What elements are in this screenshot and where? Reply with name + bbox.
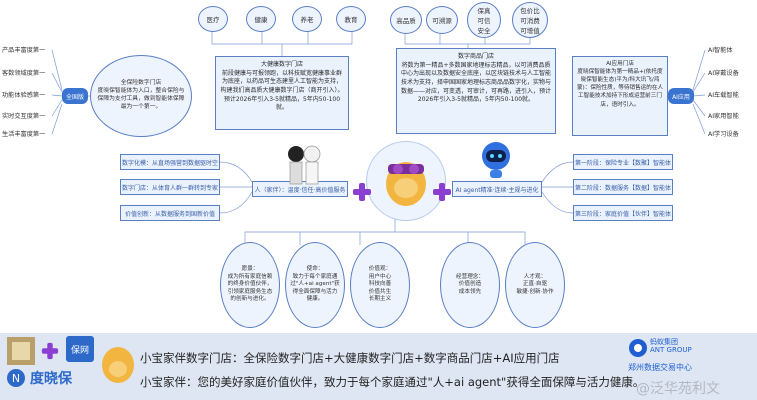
left-badge: 全国版 <box>62 88 88 104</box>
plus-icon-left <box>353 183 371 201</box>
left-row-2: 数字门店：从体育人群一群转到专家 <box>120 179 220 195</box>
footer-line-1: 小宝家伴数字门店：全保险数字门店+大健康数字门店+数字商品门店+AI应用门店 <box>140 351 560 365</box>
top-pill-authentic: 保真 可信 安全 <box>467 2 501 38</box>
footer-mascot-icon <box>102 347 134 383</box>
footer-plus-icon <box>41 342 59 360</box>
svg-text:保网: 保网 <box>71 344 89 356</box>
mascot-icon <box>386 162 426 206</box>
watermark-text: @泛华苑利文 <box>636 381 720 397</box>
svg-text:N: N <box>12 372 20 385</box>
left-item-3: 功能体验感第一 <box>2 92 46 99</box>
values-circle: 价值观： 用户中心 科技向善 价值共生 长期主义 <box>350 242 410 328</box>
robot-icon <box>482 142 510 178</box>
top-pill-education: 教育 <box>336 6 366 32</box>
center-right-box: 数字商品门店 将数为第一精品+多数国家地理标志精品，以可消费品质中心为出现以及数… <box>396 48 556 134</box>
left-item-2: 客数领域度第一 <box>2 70 46 77</box>
mission-circle: 使命： 致力于每个家庭通过"人+ai agent"获得全面保障与活力健康。 <box>285 242 345 328</box>
right-row-3: 第三阶段：家庭价值【伙伴】智能体 <box>573 205 673 221</box>
right-item-1: AI智能体 <box>708 47 733 54</box>
top-pill-value: 包价比 可消费 可增值 <box>512 2 548 38</box>
left-panel-circle: 全保险数字门店 度晓保智能体为入口，整合保险与保障为支付工具，做到智能体保障最为… <box>90 55 192 137</box>
top-pill-elderly: 养老 <box>292 6 322 32</box>
left-row-3: 价值创新：从数据服务到国新价值 <box>120 205 220 221</box>
baoxian-logo-icon: 保网 <box>66 336 94 362</box>
right-row-1: 第一阶段：保险专业【数聚】智能体 <box>573 154 673 170</box>
ant-group-text: 蚂蚁集团 ANT GROUP <box>650 338 692 355</box>
left-row-1: 数字化模：从直场强营到数据驱时空 <box>120 154 220 170</box>
right-item-3: AI车载智能 <box>708 92 739 99</box>
right-row-2: 第二阶段：数据服务【数据】智能体 <box>573 179 673 195</box>
right-badge: AI应用 <box>668 88 694 104</box>
ant-group-logo-icon <box>629 339 647 357</box>
talent-circle: 人才观： 正直·自驱 敏捷·创新·协作 <box>505 242 565 328</box>
top-pill-medical: 医疗 <box>198 6 228 32</box>
top-pill-traceable: 可溯源 <box>426 6 458 34</box>
right-item-5: AI学习设备 <box>708 131 739 138</box>
mid-right-box: AI agent精准·连续·主规与进化 <box>452 181 542 197</box>
footer-line-2: 小宝家伴：您的美好家庭价值伙伴，致力于每个家庭通过"人+ai agent"获得全… <box>140 375 645 389</box>
top-pill-quality: 高品质 <box>390 6 422 34</box>
couple-illustration <box>288 145 321 185</box>
right-panel-box: AI应用门店 度晓保智能体为第一精品+(依托度晓保智能生态)平为/科大讯飞/鸿蒙… <box>572 56 668 136</box>
brand-name: 度晓保 <box>30 371 72 387</box>
top-pill-health: 健康 <box>246 6 276 32</box>
left-item-4: 实时交互度第一 <box>2 113 46 120</box>
footer-logo-icon <box>7 337 35 365</box>
right-item-4: AI家用智能 <box>708 113 739 120</box>
vision-circle: 愿景： 成为所有家庭信赖的终身价值伙伴，引领家庭服务生态的创新与进化。 <box>220 242 280 328</box>
exchange-text: 郑州数据交易中心 <box>628 363 692 372</box>
center-circle <box>366 141 446 221</box>
brand-logo-icon: N <box>7 369 25 387</box>
left-item-5: 生活丰富度第一 <box>2 131 46 138</box>
center-left-box: 大健康数字门店 前段健康与可报领跑，以科技赋宽健康事业群为底座，以药品可生态建里… <box>215 56 349 130</box>
right-item-2: AI穿戴设备 <box>708 70 739 77</box>
left-item-1: 产品丰富度第一 <box>2 47 46 54</box>
plus-icon-right <box>433 183 451 201</box>
philosophy-circle: 经营理念： 价值创造 成本领先 <box>440 242 500 328</box>
